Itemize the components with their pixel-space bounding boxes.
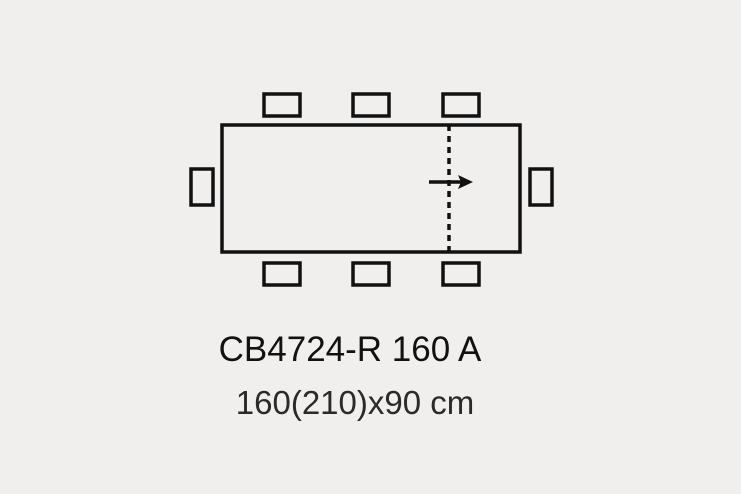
- dimensions-label: 160(210)x90 cm: [235, 384, 475, 421]
- chair-top-1: [262, 92, 302, 118]
- chair-bottom-2: [351, 261, 391, 287]
- chair-right: [528, 167, 554, 207]
- chair-top-3: [441, 92, 481, 118]
- chair-left: [189, 167, 215, 207]
- model-name: CB4724-R 160 A: [218, 330, 482, 369]
- extension-arrow-icon: [458, 175, 473, 189]
- chair-bottom-1: [262, 261, 302, 287]
- chair-bottom-3: [441, 261, 481, 287]
- chair-top-2: [351, 92, 391, 118]
- table-top: [220, 123, 522, 254]
